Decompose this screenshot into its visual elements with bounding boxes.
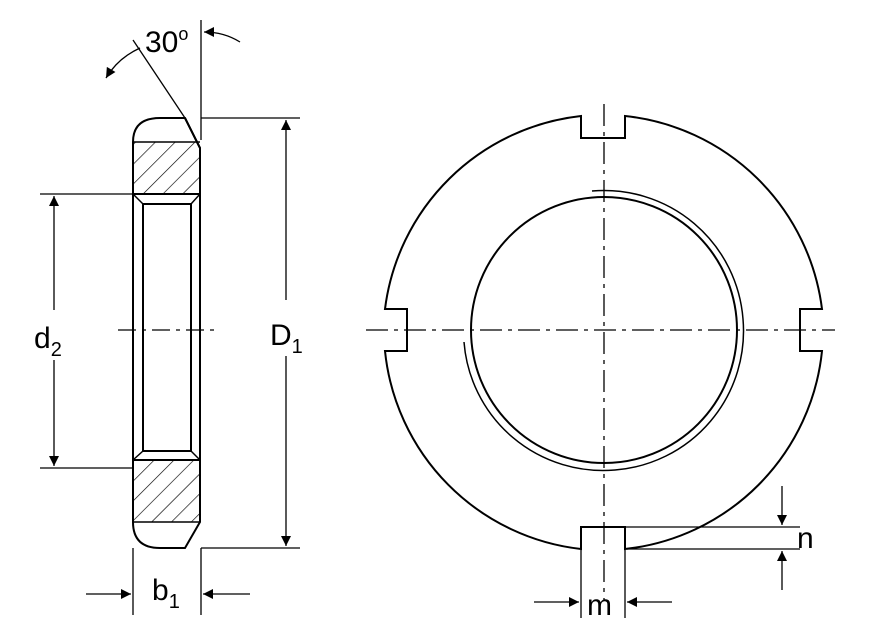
dimension-D1: D1 [201, 117, 303, 549]
dimension-b1: b1 [86, 548, 250, 615]
D1-label: D1 [270, 319, 303, 358]
hatched-section-bottom [133, 460, 199, 522]
d2-label: d2 [34, 322, 62, 361]
front-view [366, 104, 835, 600]
side-view [118, 117, 220, 549]
chamfer-angle-annotation: 30o [105, 20, 241, 140]
n-label: n [797, 522, 814, 555]
angle-label: 30o [145, 24, 188, 59]
hatched-section-top [133, 142, 199, 194]
dimension-m: m [534, 549, 672, 622]
m-label: m [587, 589, 612, 622]
dimension-d2: d2 [34, 193, 133, 469]
thread-arc [463, 189, 745, 472]
b1-label: b1 [152, 574, 180, 613]
nut-side-outline [132, 117, 201, 549]
bore-inner [142, 203, 192, 452]
dimension-n: n [625, 486, 814, 590]
